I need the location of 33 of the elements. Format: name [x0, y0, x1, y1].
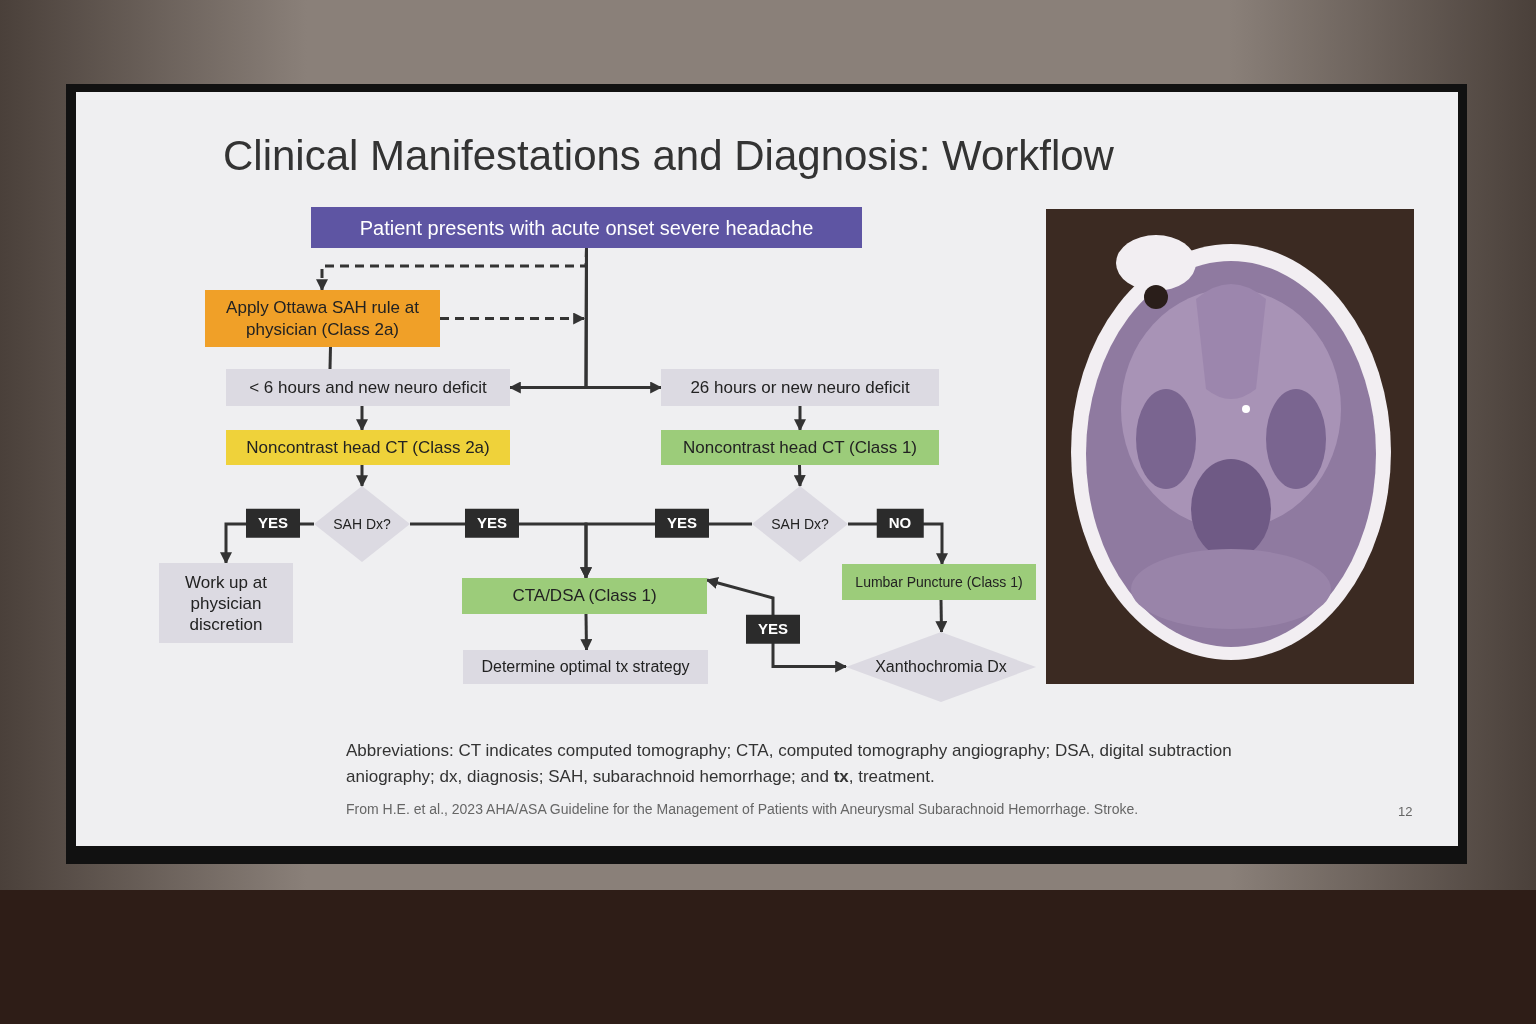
arrow: [793, 464, 806, 488]
process-box: Noncontrast head CT (Class 1): [661, 430, 939, 465]
arrow: [935, 599, 948, 634]
citation-text: From H.E. et al., 2023 AHA/ASA Guideline for the Management of Patients with Aneurysmal Subarachnoid Hemorrhage. Stroke.: [346, 800, 1140, 818]
process-box: Patient presents with acute onset severe headache: [311, 207, 862, 248]
decision-text: Xanthochromia Dx: [875, 657, 1007, 677]
slide-title: Clinical Manifestations and Diagnosis: Workflow: [223, 131, 1114, 181]
process-box: CTA/DSA (Class 1): [462, 578, 707, 614]
edge-label: NO: [876, 508, 924, 538]
decision-diamond: [846, 632, 1036, 702]
process-box: Determine optimal tx strategy: [463, 650, 708, 684]
process-box: Lumbar Puncture (Class 1): [842, 564, 1036, 600]
process-box: 26 hours or new neuro deficit: [661, 369, 939, 406]
decision-text: SAH Dx?: [771, 514, 829, 534]
arrow: [356, 465, 368, 488]
edge-label: YES: [655, 508, 709, 538]
process-box: Apply Ottawa SAH rule at physician (Class 2a): [205, 290, 440, 347]
page-number: 12: [1398, 803, 1413, 821]
decision-diamond: [314, 486, 410, 562]
decision-text: SAH Dx?: [333, 514, 391, 534]
abbreviations-note: Abbreviations: CT indicates computed tomography; CTA, computed tomography angiography; DSA, digital subtraction aniography; dx, diagnosis; SAH, subarachnoid hemorrhage; and tx, treatment.: [346, 740, 1233, 788]
process-box: Noncontrast head CT (Class 2a): [226, 430, 510, 465]
edge-label: YES: [465, 508, 519, 538]
decision-diamond: [752, 486, 848, 562]
arrow: [580, 613, 593, 652]
arrow: [794, 406, 806, 432]
process-box: Work up at physician discretion: [159, 563, 293, 643]
dashed-arrow: [440, 312, 586, 325]
process-box: < 6 hours and new neuro deficit: [226, 369, 510, 406]
arrow: [356, 406, 368, 432]
edge-label: YES: [746, 614, 800, 644]
arrow: [584, 248, 663, 394]
edge-label: YES: [246, 508, 300, 538]
